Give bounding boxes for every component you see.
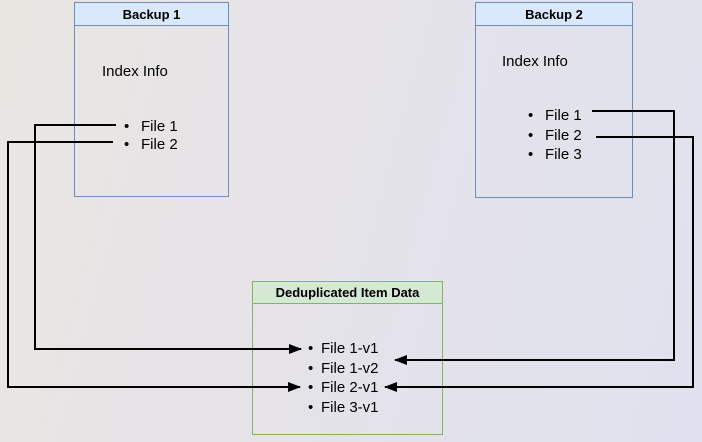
bullet-icon: • bbox=[308, 379, 314, 397]
file-list-item: • File 1-v2 bbox=[308, 359, 379, 379]
bullet-icon: • bbox=[124, 135, 130, 153]
file-list-item: • File 2 bbox=[124, 135, 178, 153]
backup1-file-list: • File 1 • File 2 bbox=[124, 117, 178, 153]
file-label: File 3-v1 bbox=[321, 398, 379, 416]
file-list-item: • File 1 bbox=[528, 106, 582, 126]
file-label: File 2 bbox=[545, 126, 582, 144]
file-list-item: • File 1 bbox=[124, 117, 178, 135]
file-label: File 2-v1 bbox=[321, 379, 379, 397]
bullet-icon: • bbox=[308, 359, 314, 377]
deduplicated-item-data-box: Deduplicated Item Data • File 1-v1 • File 1… bbox=[252, 281, 443, 435]
bullet-icon: • bbox=[308, 340, 314, 358]
file-label: File 1-v2 bbox=[321, 359, 379, 377]
file-list-item: • File 3-v1 bbox=[308, 398, 379, 418]
backup1-title: Backup 1 bbox=[75, 3, 228, 26]
file-label: File 1 bbox=[141, 117, 178, 135]
file-label: File 2 bbox=[141, 135, 178, 153]
bullet-icon: • bbox=[528, 107, 534, 125]
bullet-icon: • bbox=[308, 398, 314, 416]
backup2-title: Backup 2 bbox=[476, 3, 632, 26]
file-list-item: • File 2 bbox=[528, 126, 582, 146]
file-label: File 1 bbox=[545, 107, 582, 125]
backup1-box: Backup 1 Index Info • File 1 • File 2 bbox=[74, 2, 229, 197]
file-label: File 1-v1 bbox=[321, 340, 379, 358]
backup2-subtitle: Index Info bbox=[502, 53, 568, 70]
bullet-icon: • bbox=[528, 126, 534, 144]
backup1-subtitle: Index Info bbox=[102, 63, 168, 80]
backup2-box: Backup 2 Index Info • File 1 • File 2 • File … bbox=[475, 2, 633, 198]
dedup-file-list: • File 1-v1 • File 1-v2 • File 2-v1 • File 3-v1 bbox=[308, 339, 379, 417]
file-label: File 3 bbox=[545, 146, 582, 164]
file-list-item: • File 2-v1 bbox=[308, 378, 379, 398]
bullet-icon: • bbox=[124, 117, 130, 135]
dedup-title: Deduplicated Item Data bbox=[253, 282, 442, 304]
file-list-item: • File 3 bbox=[528, 145, 582, 165]
file-list-item: • File 1-v1 bbox=[308, 339, 379, 359]
backup2-file-list: • File 1 • File 2 • File 3 bbox=[528, 106, 582, 165]
bullet-icon: • bbox=[528, 146, 534, 164]
